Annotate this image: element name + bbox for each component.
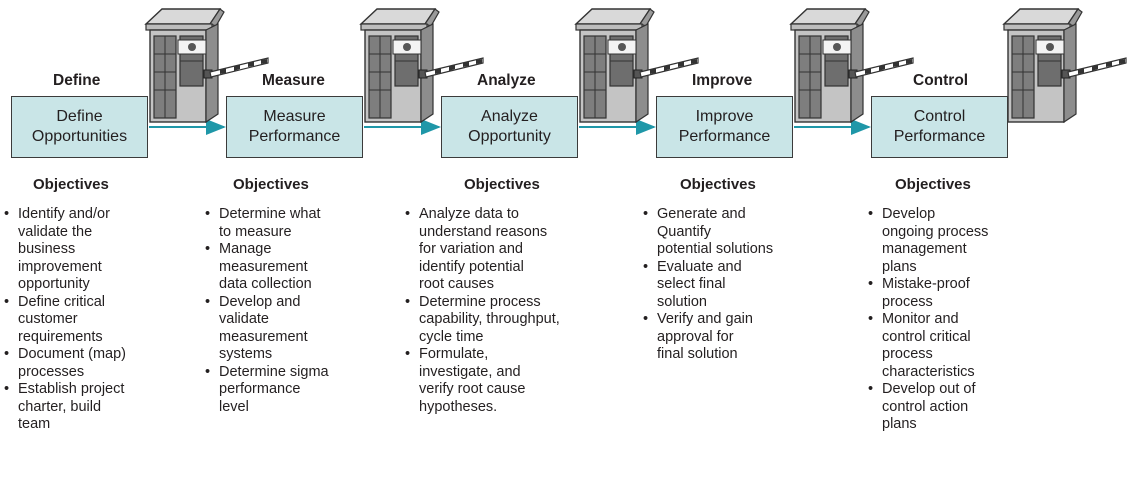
phase-heading-define: Define — [53, 72, 101, 89]
objective-item: Develop ongoing process management plans — [868, 206, 1048, 276]
objective-item: Analyze data to understand reasons for v… — [405, 206, 605, 294]
objective-item: Generate and Quantify potential solution… — [643, 206, 833, 259]
objectives-heading: Objectives — [33, 176, 109, 193]
phase-box-label: Improve Performance — [678, 108, 771, 145]
phase-box-define: Define Opportunities — [11, 96, 148, 158]
phase-heading-control: Control — [913, 72, 969, 89]
phase-heading-analyze: Analyze — [477, 72, 536, 89]
objective-item: Develop out of control action plans — [868, 381, 1048, 434]
objective-item: Identify and/or validate the business im… — [4, 206, 154, 294]
objective-item: Formulate, investigate, and verify root … — [405, 346, 605, 416]
phase-heading-improve: Improve — [692, 72, 753, 89]
objective-item: Evaluate and select final solution — [643, 259, 833, 312]
gatehouse-icon — [998, 6, 1128, 126]
objective-item: Develop and validate measurement systems — [205, 294, 370, 364]
objective-item: Determine process capability, throughput… — [405, 294, 605, 347]
objective-item: Manage measurement data collection — [205, 241, 370, 294]
phase-box-label: Analyze Opportunity — [468, 108, 551, 145]
phase-box-label: Measure Performance — [248, 108, 341, 145]
objective-item: Monitor and control critical process cha… — [868, 311, 1048, 381]
objective-item: Determine sigma performance level — [205, 364, 370, 417]
objectives-list-improve: Generate and Quantify potential solution… — [643, 206, 833, 364]
phase-heading-measure: Measure — [262, 72, 325, 89]
phase-box-control: Control Performance — [871, 96, 1008, 158]
phase-box-analyze: Analyze Opportunity — [441, 96, 578, 158]
phase-box-label: Control Performance — [893, 108, 986, 145]
phase-box-improve: Improve Performance — [656, 96, 793, 158]
objective-item: Mistake-proof process — [868, 276, 1048, 311]
objective-item: Determine what to measure — [205, 206, 370, 241]
objectives-list-define: Identify and/or validate the business im… — [4, 206, 154, 434]
objectives-heading: Objectives — [233, 176, 309, 193]
objectives-list-analyze: Analyze data to understand reasons for v… — [405, 206, 605, 416]
objective-item: Define critical customer requirements — [4, 294, 154, 347]
objectives-heading: Objectives — [680, 176, 756, 193]
objectives-heading: Objectives — [464, 176, 540, 193]
objective-item: Establish project charter, build team — [4, 381, 154, 434]
objective-item: Document (map) processes — [4, 346, 154, 381]
objectives-list-measure: Determine what to measure Manage measure… — [205, 206, 370, 416]
phase-box-measure: Measure Performance — [226, 96, 363, 158]
objectives-heading: Objectives — [895, 176, 971, 193]
objectives-list-control: Develop ongoing process management plans… — [868, 206, 1048, 434]
objective-item: Verify and gain approval for final solut… — [643, 311, 833, 364]
phase-box-label: Define Opportunities — [31, 108, 128, 145]
